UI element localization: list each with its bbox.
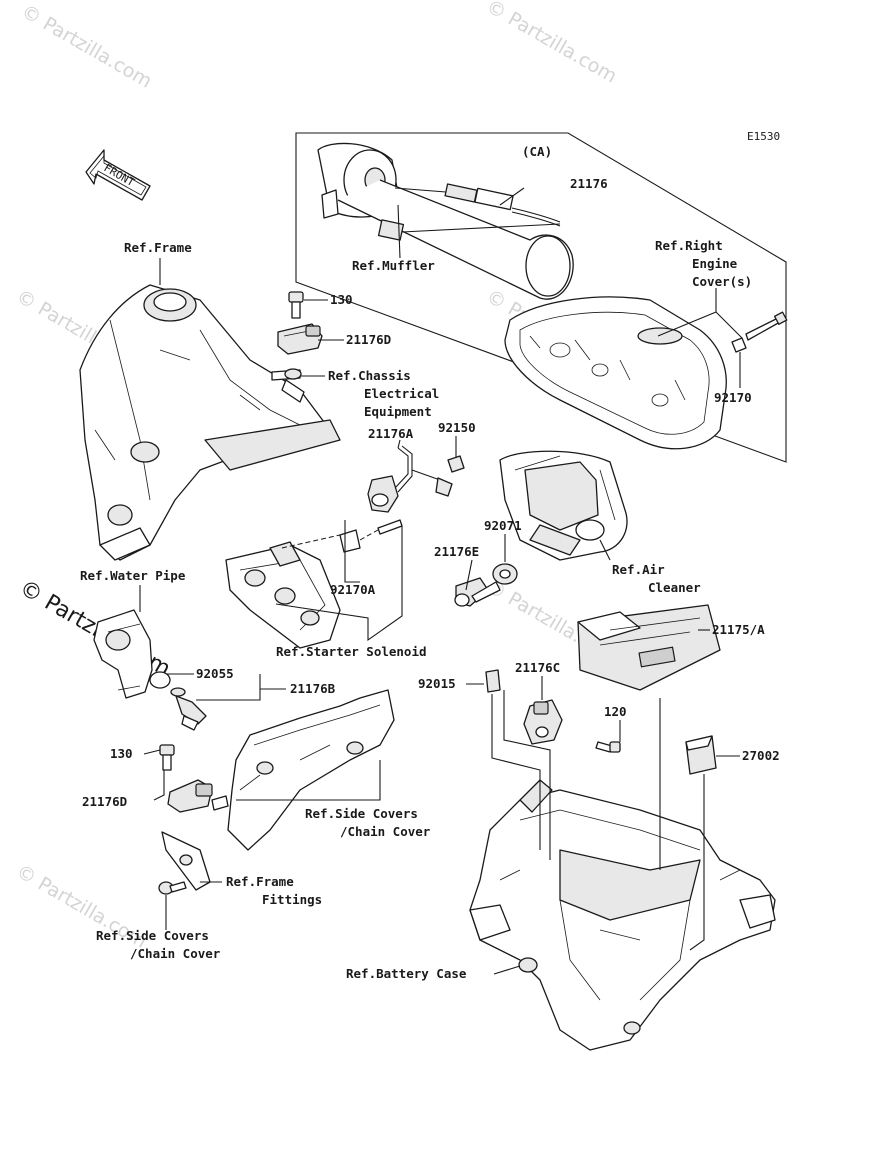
grommet-92071	[492, 563, 518, 585]
ca-label: (CA)	[522, 144, 552, 159]
bolt-130-top	[288, 291, 304, 319]
label-ref-battery-case: Ref.Battery Case	[346, 966, 467, 981]
sensor-21176c	[523, 699, 563, 745]
label-27002: 27002	[742, 748, 780, 763]
label-21176: 21176	[570, 176, 608, 191]
label-ref-right-engine-cover-line3: Cover(s)	[692, 274, 752, 289]
label-ref-frame-top: Ref.Frame	[124, 240, 192, 255]
label-ref-chassis-line1: Ref.Chassis	[328, 368, 411, 383]
label-92170a: 92170A	[330, 582, 376, 597]
label-ref-frame-fittings-line1: Ref.Frame	[226, 874, 294, 889]
label-130-bottom: 130	[110, 746, 133, 761]
label-ref-water-pipe: Ref.Water Pipe	[80, 568, 186, 583]
label-21176d-bottom: 21176D	[82, 794, 127, 809]
label-120: 120	[604, 704, 627, 719]
label-ref-starter-solenoid: Ref.Starter Solenoid	[276, 644, 427, 659]
ca-inset-box: (CA)	[295, 132, 787, 463]
part-labels: 21176 Ref.Muffler Ref.Right Engine Cover…	[80, 176, 780, 981]
label-92150: 92150	[438, 420, 476, 435]
washer-92055	[170, 687, 186, 697]
sensor-21176b	[175, 695, 207, 731]
sensor-21176d-bottom	[167, 779, 213, 813]
right-engine-cover	[504, 296, 727, 450]
bolt-120	[595, 741, 621, 753]
label-ref-chassis-line3: Equipment	[364, 404, 432, 419]
label-ref-chassis-line2: Electrical	[364, 386, 439, 401]
chassis-bracket	[271, 368, 305, 403]
label-21176e: 21176E	[434, 544, 479, 559]
water-pipe	[93, 609, 171, 699]
starter-solenoid	[225, 519, 403, 649]
sensor-21176e	[454, 577, 501, 607]
bolt-130-bottom	[159, 744, 175, 771]
label-ref-right-engine-cover-line2: Engine	[692, 256, 738, 271]
leader-lines	[139, 187, 743, 975]
front-arrow-icon: FRONT	[85, 149, 151, 201]
frame	[79, 284, 341, 561]
air-cleaner	[499, 450, 628, 561]
label-ref-side-covers-upper-line1: Ref.Side Covers	[305, 806, 418, 821]
label-92170: 92170	[714, 390, 752, 405]
watermark: © Partzilla.com	[483, 0, 621, 88]
relay-27002	[685, 735, 717, 775]
label-ref-side-covers-lower-line1: Ref.Side Covers	[96, 928, 209, 943]
sensor-21176d-top	[277, 323, 323, 355]
frame-fittings	[161, 831, 211, 891]
bolt-92170	[731, 311, 788, 353]
label-92071: 92071	[484, 518, 522, 533]
label-ref-air-cleaner-line1: Ref.Air	[612, 562, 665, 577]
label-ref-frame-fittings-line2: Fittings	[262, 892, 322, 907]
label-ref-side-covers-upper-line2: /Chain Cover	[340, 824, 431, 839]
oxygen-sensor-21176	[377, 183, 561, 241]
sensor-21176a	[367, 445, 465, 513]
watermark: © Partzilla.com	[18, 0, 156, 92]
label-21176c: 21176C	[515, 660, 560, 675]
label-ref-air-cleaner-line2: Cleaner	[648, 580, 701, 595]
label-21176b: 21176B	[290, 681, 336, 696]
label-21176d-top: 21176D	[346, 332, 391, 347]
side-covers-fastener	[158, 881, 187, 895]
battery-case	[469, 779, 776, 1051]
label-ref-muffler: Ref.Muffler	[352, 258, 435, 273]
label-130-top: 130	[330, 292, 353, 307]
label-21176a: 21176A	[368, 426, 414, 441]
label-ref-right-engine-cover-line1: Ref.Right	[655, 238, 723, 253]
ecu-21175a	[577, 604, 721, 691]
label-ref-side-covers-lower-line2: /Chain Cover	[130, 946, 221, 961]
diagram-code: E1530	[747, 130, 780, 143]
label-92015: 92015	[418, 676, 456, 691]
clip-92015	[485, 669, 501, 693]
muffler	[317, 142, 574, 300]
label-21175a: 21175/A	[712, 622, 765, 637]
side-covers-chain-cover-bracket	[211, 689, 395, 851]
label-92055: 92055	[196, 666, 234, 681]
